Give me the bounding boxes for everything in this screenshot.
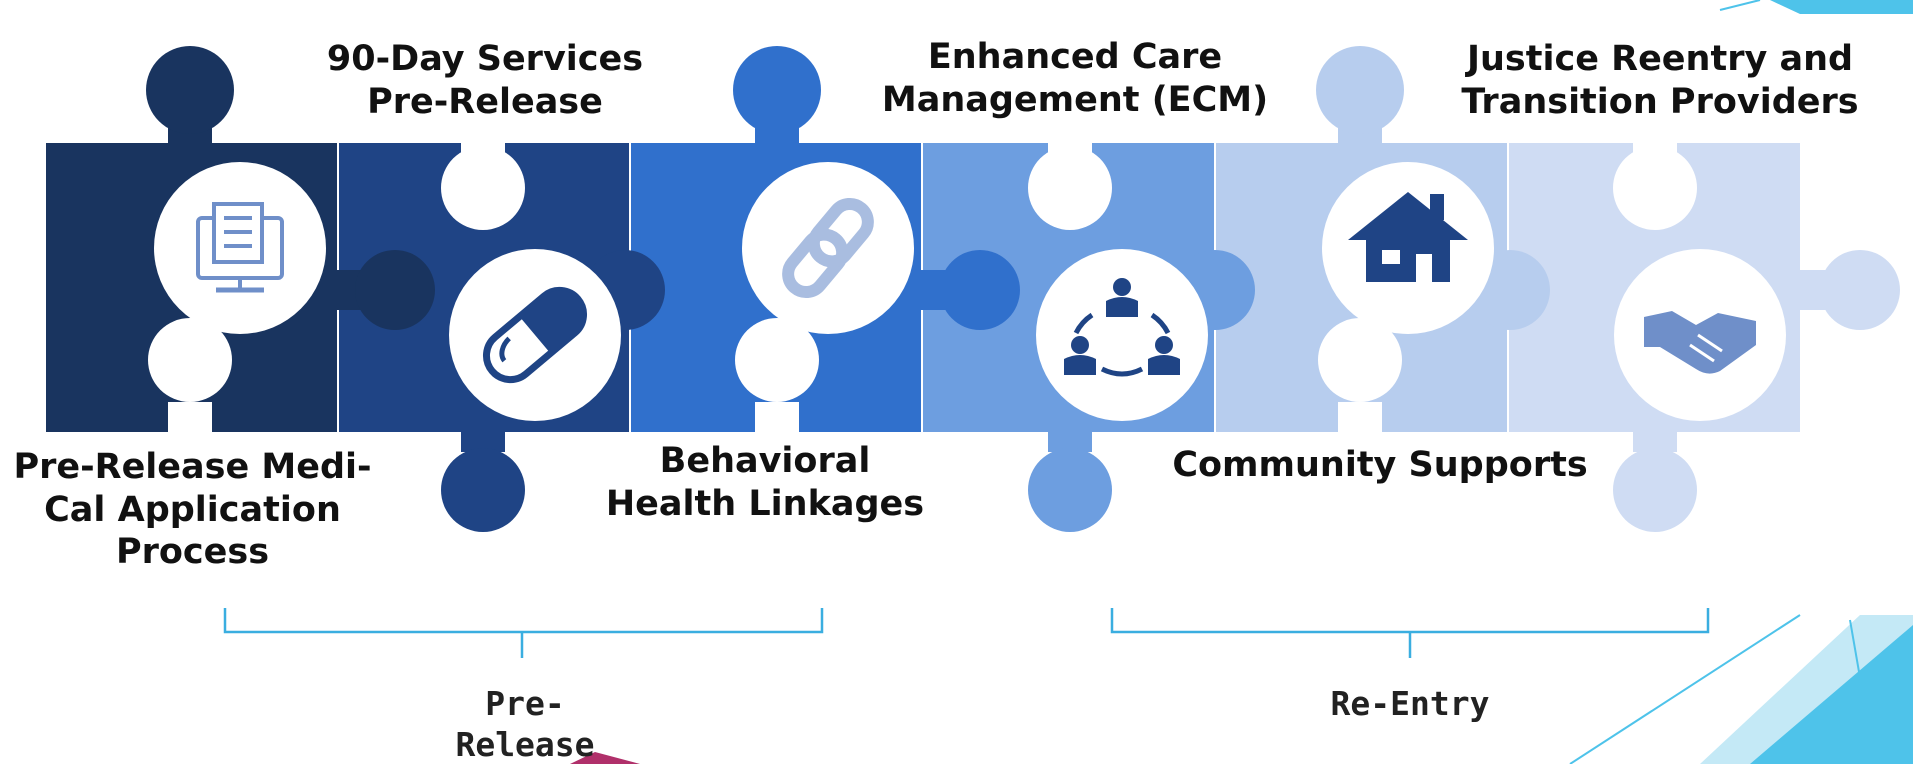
piece-notch	[1613, 146, 1697, 230]
piece-notch	[441, 146, 525, 230]
piece-notch	[735, 318, 819, 402]
bracket-pre-release	[223, 608, 824, 658]
piece-notch	[1028, 146, 1112, 230]
notch-neck	[1338, 402, 1382, 434]
label-line: Re-Entry	[1330, 684, 1490, 723]
pill-capsule-icon	[449, 249, 621, 421]
piece-knob	[1820, 250, 1900, 330]
computer-form-icon	[154, 162, 326, 334]
accent-line	[1849, 619, 1876, 765]
accent-line	[1569, 614, 1801, 765]
label-line: Release	[455, 725, 595, 765]
notch-neck	[168, 402, 212, 434]
piece-knob	[441, 448, 525, 532]
label-medi-cal: Pre-Release Medi- Cal Application Proces…	[0, 446, 385, 574]
house-icon	[1322, 162, 1494, 334]
label-line: Management (ECM)	[881, 79, 1269, 120]
label-line: Behavioral	[659, 441, 871, 481]
icon-circle	[742, 162, 914, 334]
piece-knob	[1316, 46, 1404, 134]
label-line: Health Linkages	[605, 483, 925, 524]
icon-circle	[1036, 249, 1208, 421]
notch-neck	[755, 402, 799, 434]
piece-notch	[1318, 318, 1402, 402]
piece-knob	[355, 250, 435, 330]
side-knob-reentry-providers	[1796, 250, 1900, 330]
accent-line	[1719, 0, 1761, 11]
label-line: Pre-Release Medi-	[13, 447, 372, 487]
label-90-day: 90-Day Services Pre-Release	[300, 38, 670, 123]
piece-knob	[940, 250, 1020, 330]
piece-knob	[733, 46, 821, 134]
piece-notch	[148, 318, 232, 402]
group-label-pre-release: Pre- Release	[400, 683, 650, 766]
label-line: Transition Providers	[1461, 81, 1859, 122]
piece-knob	[146, 46, 234, 134]
label-line: Cal Application	[44, 489, 341, 530]
label-line: Community Supports	[1172, 445, 1588, 485]
chain-link-icon	[742, 162, 914, 334]
label-ecm: Enhanced Care Management (ECM)	[870, 36, 1280, 121]
care-team-icon	[1036, 249, 1208, 421]
label-behavioral: Behavioral Health Linkages	[580, 440, 950, 525]
side-knob-medi-cal	[334, 250, 435, 330]
corner-decoration	[570, 0, 1913, 765]
accent-triangle	[1750, 625, 1913, 764]
pointer-arrow	[570, 752, 640, 764]
label-line: Pre-Release	[367, 81, 603, 122]
handshake-icon	[1614, 249, 1786, 421]
label-community: Community Supports	[1120, 444, 1640, 487]
piece-knob	[1613, 448, 1697, 532]
side-knob-behavioral	[918, 250, 1020, 330]
label-line: Process	[115, 532, 270, 573]
label-line: Pre-	[485, 684, 565, 723]
piece-knob	[1028, 448, 1112, 532]
label-line: Enhanced Care	[927, 37, 1223, 77]
accent-triangle-top	[1770, 0, 1913, 14]
label-line: Justice Reentry and	[1466, 39, 1854, 79]
group-label-re-entry: Re-Entry	[1260, 683, 1560, 724]
bracket-re-entry	[1110, 608, 1710, 658]
label-reentry-providers: Justice Reentry and Transition Providers	[1440, 38, 1880, 123]
label-line: 90-Day Services	[326, 39, 644, 79]
